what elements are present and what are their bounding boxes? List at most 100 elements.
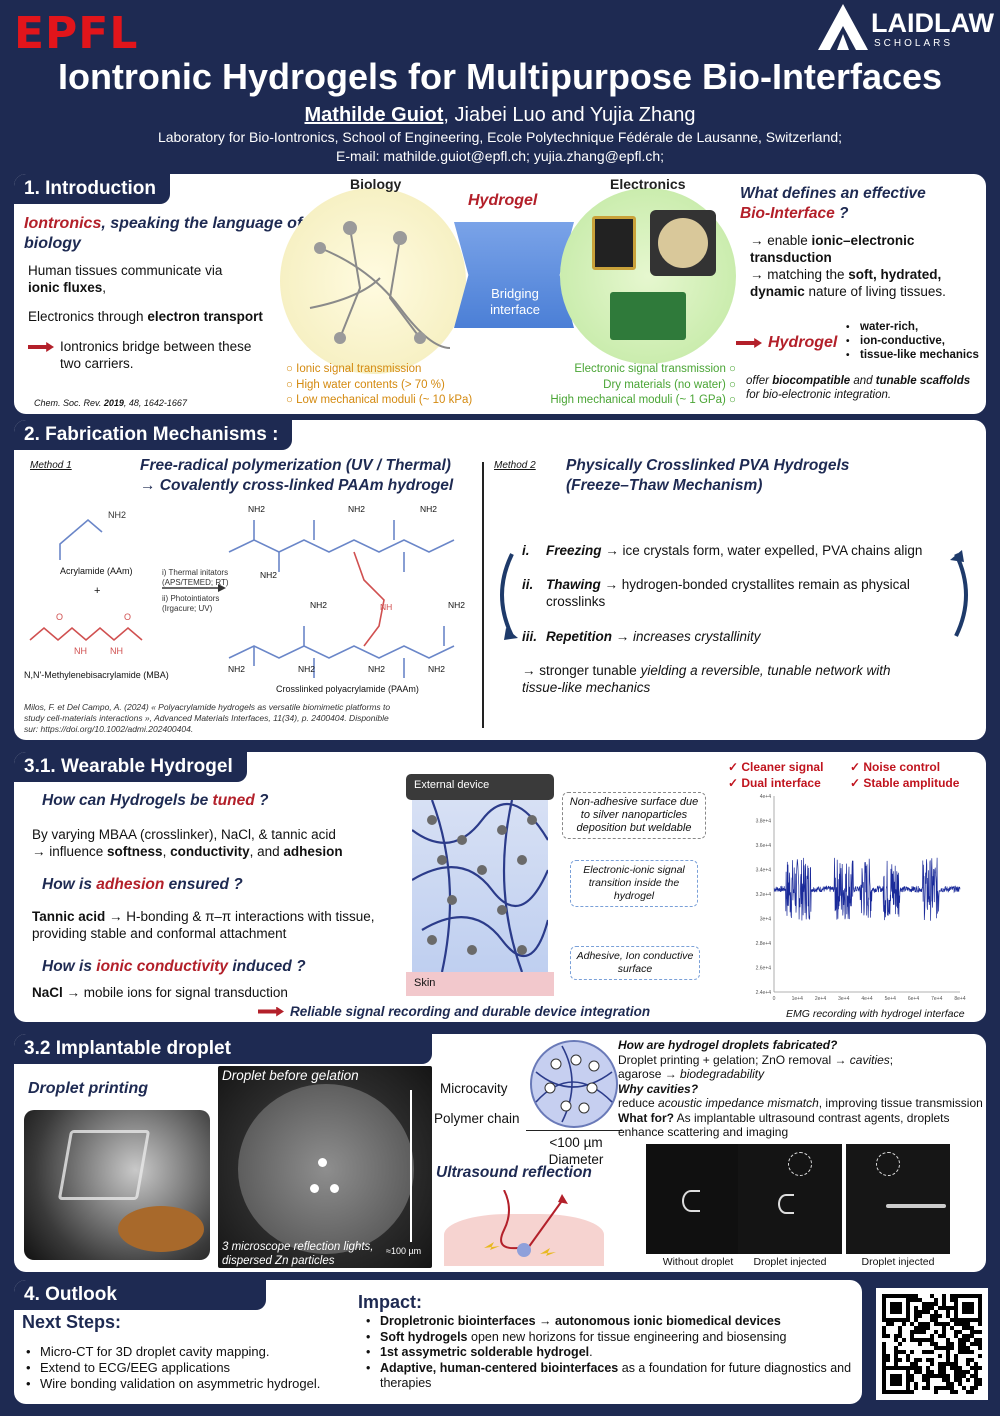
main-author: Mathilde Guiot	[304, 104, 444, 126]
emg-caption: EMG recording with hydrogel interface	[786, 1008, 965, 1020]
laidlaw-mountain-icon	[818, 4, 868, 50]
mba-nh: NH	[74, 646, 87, 656]
ultrasound-title: Ultrasound reflection	[436, 1164, 592, 1181]
paam-nh2: NH2	[260, 570, 278, 580]
qr-code[interactable]	[876, 1288, 988, 1400]
emg-x-tick: 8e+4	[954, 996, 965, 1002]
us-image-1	[646, 1144, 750, 1254]
paam-reaction-scheme	[29, 518, 455, 678]
product-label: Crosslinked polyacrylamide (PAAm)	[276, 684, 419, 694]
hydrogel-network	[411, 799, 550, 973]
hydrogel-label: Hydrogel	[468, 192, 538, 209]
emg-x-tick: 7e+4	[931, 996, 942, 1002]
annotation-2: Electronic-ionic signal transition insid…	[570, 860, 698, 907]
micro-caption: 3 microscope reflection lights,dispersed…	[222, 1241, 374, 1267]
droplet-panel: 3.2 Implantable droplet Droplet printing…	[14, 1034, 986, 1272]
elec-prop-3: High mechanical moduli (~ 1 GPa) ○	[550, 394, 736, 406]
skin-layer: Skin	[406, 972, 554, 996]
next-steps-title: Next Steps:	[22, 1312, 122, 1332]
wear-conclusion: Reliable signal recording and durable de…	[258, 1004, 650, 1019]
intro-p1: Human tissues communicate via ionic flux…	[28, 263, 223, 295]
micro-scale: ≈100 µm	[386, 1246, 422, 1256]
faq-q2: Why cavities?	[618, 1081, 699, 1096]
paam-nh2: NH2	[448, 600, 466, 610]
email: E-mail: mathilde.guiot@epfl.ch; yujia.zh…	[335, 148, 665, 164]
hydrogel-props: water-rich, ion-conductive, tissue-like …	[844, 320, 979, 363]
bio-prop-1: ○ Ionic signal transmission	[286, 363, 422, 375]
faq-a1: Droplet printing + gelation; ZnO removal…	[618, 1052, 894, 1067]
hyd-prop: ion-conductive,	[844, 334, 979, 349]
impact-item: 1st assymetric solderable hydrogel.	[364, 1345, 858, 1361]
wearable-heading: 3.1. Wearable Hydrogel	[14, 752, 247, 782]
micro-photo	[218, 1066, 432, 1268]
outlook-heading: 4. Outlook	[14, 1280, 266, 1310]
laidlaw-logo: LAIDLAW SCHOLARS	[818, 2, 998, 54]
paam-nh2: NH2	[310, 600, 328, 610]
paam-nh2: NH2	[428, 664, 446, 674]
intro-ref: Chem. Soc. Rev. 2019, 48, 1642-1667	[34, 398, 187, 408]
plus-sign: +	[94, 585, 101, 597]
paam-nh2: NH2	[248, 504, 266, 514]
epfl-logo: EPFL	[14, 8, 139, 59]
us-label-2: Droplet injected	[753, 1256, 827, 1268]
outlook-panel: 4. Outlook Next Steps: Micro-CT for 3D d…	[14, 1280, 862, 1404]
processor-icon	[650, 210, 716, 276]
next-step-item: Wire bonding validation on asymmetric hy…	[24, 1376, 320, 1392]
circuit-board-icon	[610, 292, 686, 340]
impact-title: Impact:	[358, 1292, 423, 1312]
ft-step-3: iii.Repetition → increases crystallinity	[522, 629, 761, 644]
impact-item: Adaptive, human-centered biointerfaces a…	[364, 1361, 858, 1392]
hyd-prop: water-rich,	[844, 320, 979, 335]
qr-code-pattern	[882, 1294, 982, 1394]
printing-label: Droplet printing	[28, 1080, 148, 1097]
emg-y-tick: 3.2e+4	[756, 892, 772, 898]
bio-props: ○ Ionic signal transmission ○ High water…	[286, 362, 472, 409]
laidlaw-text: LAIDLAW	[871, 8, 994, 38]
emg-x-tick: 5e+4	[885, 996, 896, 1002]
elec-props: Electronic signal transmission ○ Dry mat…	[550, 362, 736, 409]
emg-y-tick: 3e+4	[760, 917, 771, 923]
biology-label: Biology	[350, 176, 402, 192]
ft-step-1: i.Freezing → ice crystals form, water ex…	[522, 543, 923, 558]
emg-y-tick: 2.4e+4	[756, 990, 772, 996]
droplet-diagram	[530, 1040, 618, 1128]
emg-y-tick: 3.6e+4	[756, 843, 772, 849]
method1-label: Method 1	[30, 460, 72, 471]
emg-x-tick: 2e+4	[815, 996, 826, 1002]
tick-dual: Dual interface	[728, 776, 820, 790]
fabrication-panel: 2. Fabrication Mechanisms : Method 1 Fre…	[14, 420, 986, 740]
paam-nh2: NH2	[368, 664, 386, 674]
co-authors: , Jiabei Luo and Yujia Zhang	[443, 104, 696, 126]
impact-list: Dropletronic biointerfaces → autonomous …	[364, 1314, 858, 1392]
mba-o2: O	[124, 612, 132, 622]
emg-y-tick: 3.8e+4	[756, 819, 772, 825]
tick-noise: Noise control	[850, 760, 940, 774]
emg-y-tick: 3.4e+4	[756, 868, 772, 874]
microcavity-label: Microcavity	[440, 1081, 508, 1096]
next-step-item: Micro-CT for 3D droplet cavity mapping.	[24, 1344, 320, 1360]
cycle-arrow-right-icon	[950, 550, 968, 637]
adhesion-question: How is adhesion ensured ?	[42, 876, 243, 893]
fab-heading: 2. Fabrication Mechanisms :	[14, 420, 293, 450]
tuned-question: How can Hydrogels be tuned ?	[42, 792, 269, 809]
emg-x-tick: 4e+4	[861, 996, 872, 1002]
emg-x-tick: 0	[773, 996, 776, 1002]
poster-title: Iontronic Hydrogels for Multipurpose Bio…	[57, 56, 943, 97]
ft-result: → stronger tunable yielding a reversible…	[522, 663, 891, 695]
affiliation: Laboratory for Bio-Iontronics, School of…	[157, 129, 843, 145]
hydrogel-callout: Hydrogel	[736, 334, 837, 352]
printing-photo	[24, 1110, 210, 1260]
before-gelation-label: Droplet before gelation	[222, 1068, 359, 1083]
mba-label: N,N'-Methylenebisacrylamide (MBA)	[24, 670, 169, 680]
laidlaw-sub: SCHOLARS	[874, 38, 954, 49]
tuned-answer: By varying MBAA (crosslinker), NaCl, & t…	[32, 827, 343, 859]
paam-nh2: NH2	[228, 664, 246, 674]
method2-title: Physically Crosslinked PVA Hydrogels(Fre…	[566, 457, 850, 494]
impact-item: Soft hydrogels open new horizons for tis…	[364, 1330, 858, 1346]
bridge-label: Bridging interface	[490, 286, 540, 317]
emg-y-tick: 2.6e+4	[756, 966, 772, 972]
fab-ref: Milos, F. et Del Campo, A. (2024) « Poly…	[24, 702, 391, 734]
emg-y-tick: 4e+4	[760, 794, 771, 800]
